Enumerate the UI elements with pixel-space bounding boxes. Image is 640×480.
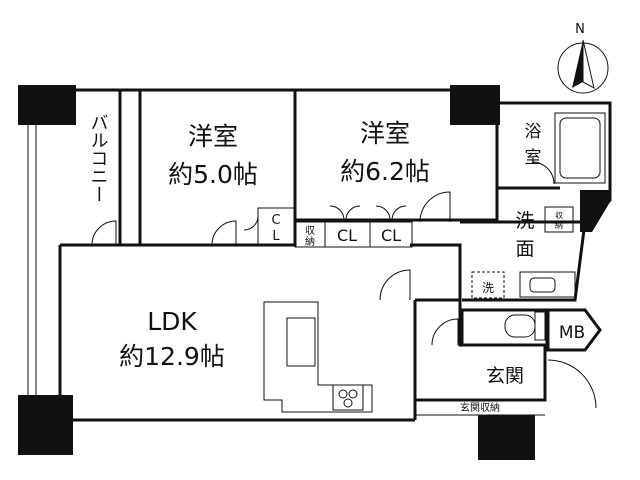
storage-labels: C L 収 納 CL CL 収 納 洗 玄関収納 — [271, 210, 563, 414]
washer-label: 洗 — [482, 281, 494, 295]
balcony-label: バルコニー — [88, 113, 109, 203]
bedroom-2-walls — [293, 88, 499, 222]
walls — [58, 88, 612, 422]
western-room-1-name: 洋室 — [188, 122, 238, 151]
cl-small-label-2: L — [272, 229, 280, 244]
storage-frames — [257, 112, 606, 413]
western-room-1-size: 約5.0帖 — [168, 160, 258, 189]
columns — [18, 85, 610, 460]
mb-label: MB — [559, 323, 585, 343]
toilet-walls — [460, 308, 549, 347]
washroom-label-1: 洗 — [515, 210, 534, 232]
washroom-label-2: 面 — [515, 238, 534, 260]
entrance-storage-label: 玄関収納 — [460, 401, 500, 414]
wash-storage-label-2: 納 — [555, 220, 563, 230]
ldk-size: 約12.9帖 — [119, 342, 225, 371]
shuno-label-2: 納 — [305, 235, 315, 248]
compass: N — [557, 22, 609, 94]
entrance-label: 玄関 — [486, 365, 524, 387]
room-labels: バルコニー 洋室 約5.0帖 洋室 約6.2帖 浴 室 洗 面 LDK 約12.… — [88, 113, 586, 387]
cl-small-label-1: C — [271, 213, 280, 228]
compass-needle-dark — [572, 40, 583, 88]
doors — [91, 161, 597, 409]
closet-label-a: CL — [337, 226, 357, 245]
bath-label-2: 室 — [525, 148, 542, 168]
western-room-2-name: 洋室 — [360, 119, 410, 148]
wash-storage-label-1: 収 — [555, 210, 563, 220]
bath-label-1: 浴 — [525, 122, 542, 142]
compass-needle-light — [582, 39, 595, 89]
closet-label-b: CL — [381, 226, 401, 245]
compass-north-label: N — [575, 22, 585, 37]
western-room-2-size: 約6.2帖 — [340, 157, 430, 186]
ldk-name: LDK — [147, 307, 197, 336]
shuno-label-1: 収 — [305, 225, 315, 237]
mb-walls — [546, 308, 602, 352]
